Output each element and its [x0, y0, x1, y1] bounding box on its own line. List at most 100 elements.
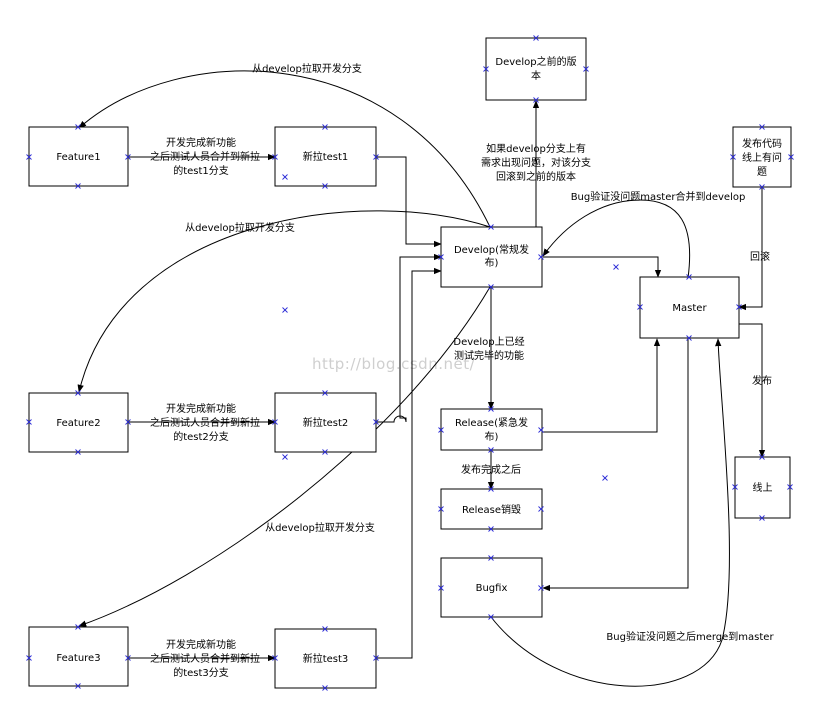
connection-point-marker: [438, 506, 444, 512]
connection-point-marker: [322, 626, 328, 632]
label-publish: 发布: [752, 374, 772, 387]
connection-point-marker: [583, 66, 589, 72]
connection-point-marker: [533, 97, 539, 103]
feature1-label: Feature1: [56, 152, 100, 163]
connection-point-marker: [533, 35, 539, 41]
feature3-box: Feature3: [28, 626, 129, 687]
connection-point-marker: [759, 124, 765, 130]
connection-point-marker: [488, 555, 494, 561]
label-rollback-develop-line1: 如果develop分支上有: [486, 142, 586, 155]
feature2-box: Feature2: [28, 392, 129, 453]
arrow-release-to-master: [543, 338, 661, 433]
online-issue-label-line2: 线上有问: [742, 151, 782, 164]
release-box: Release(紧急发 布): [440, 408, 543, 451]
arrow-bugfix-to-master: [490, 338, 730, 687]
connection-point-marker: [488, 486, 494, 492]
connection-point-marker: [272, 419, 278, 425]
label-rollback-develop-line2: 需求出现问题，对该分支: [481, 156, 591, 169]
label-bug-merge-master: Bug验证没问题之后merge到master: [606, 630, 774, 643]
connection-point-marker: [538, 585, 544, 591]
release-label-line1: Release(紧急发: [455, 416, 528, 429]
connection-point-marker: [488, 447, 494, 453]
connection-point-marker: [538, 506, 544, 512]
online-label: 线上: [753, 481, 773, 494]
label-rollback: 回滚: [750, 250, 770, 263]
arrow-test2-to-develop: [376, 253, 442, 423]
test1-box: 新拉test1: [274, 126, 377, 187]
connection-point-marker: [26, 154, 32, 160]
connection-point-marker: [272, 154, 278, 160]
connection-point-marker: [732, 484, 738, 490]
connection-point-marker: [322, 124, 328, 130]
connection-point-marker: [488, 526, 494, 532]
develop-prev-label-line2: 本: [531, 69, 541, 82]
label-feature3-done-line2: 之后测试人员合并到新拉: [150, 652, 260, 665]
connection-point-marker: [75, 624, 81, 630]
connection-point-marker: [787, 484, 793, 490]
online-box: 线上: [734, 456, 791, 519]
arrow-test3-to-develop: [376, 267, 442, 659]
connection-point-marker: [759, 454, 765, 460]
connection-point-marker: [488, 224, 494, 230]
connection-point-marker: [125, 655, 131, 661]
test3-label: 新拉test3: [303, 652, 349, 665]
label-feature1-done-line2: 之后测试人员合并到新拉: [150, 150, 260, 163]
arrow-develop-to-master: [543, 256, 662, 278]
develop-prev-label-line1: Develop之前的版: [495, 55, 576, 68]
label-rollback-develop-line3: 回滚到之前的版本: [496, 170, 576, 183]
arrow-master-to-online: [739, 323, 766, 458]
connection-point-marker: [75, 390, 81, 396]
master-box: Master: [639, 276, 740, 339]
connection-point-marker: [438, 585, 444, 591]
connection-point-marker: [282, 174, 288, 180]
online-issue-label-line3: 题: [757, 166, 767, 178]
test2-label: 新拉test2: [303, 416, 349, 429]
connection-point-marker: [736, 304, 742, 310]
connection-point-marker: [75, 183, 81, 189]
connection-point-marker: [730, 154, 736, 160]
label-feature1-done-line1: 开发完成新功能: [166, 136, 236, 149]
connection-point-marker: [488, 406, 494, 412]
develop-label-line2: 布): [485, 257, 499, 269]
connection-point-marker: [613, 264, 619, 270]
connection-point-marker: [686, 274, 692, 280]
release-destroy-box: Release销毁: [440, 488, 543, 530]
online-issue-box: 发布代码 线上有问 题: [732, 126, 792, 188]
connection-point-marker: [125, 419, 131, 425]
connection-point-marker: [637, 304, 643, 310]
online-issue-label-line1: 发布代码: [742, 137, 782, 150]
connection-point-marker: [282, 307, 288, 313]
label-feature3-done-line3: 的test3分支: [173, 666, 229, 679]
connection-point-marker: [373, 655, 379, 661]
connection-point-marker: [488, 284, 494, 290]
connectors: [77, 70, 766, 687]
connection-points: [26, 35, 794, 691]
label-release-done: 发布完成之后: [461, 463, 521, 476]
connection-point-marker: [373, 419, 379, 425]
connection-point-marker: [75, 449, 81, 455]
connection-point-marker: [438, 427, 444, 433]
feature3-label: Feature3: [56, 653, 100, 664]
connection-point-marker: [282, 454, 288, 460]
develop-prev-box: Develop之前的版 本: [485, 37, 587, 101]
connection-point-marker: [26, 655, 32, 661]
release-destroy-label: Release销毁: [462, 503, 521, 516]
label-develop-tested-line2: 测试完毕的功能: [454, 349, 524, 362]
boxes: Feature1 Feature2 Feature3 新拉test1 新拉tes…: [28, 37, 792, 689]
connection-point-marker: [373, 154, 379, 160]
connection-point-marker: [438, 254, 444, 260]
connection-point-marker: [75, 124, 81, 130]
master-label: Master: [672, 303, 707, 314]
bugfix-label: Bugfix: [476, 583, 508, 594]
connection-point-marker: [75, 683, 81, 689]
connection-point-marker: [322, 449, 328, 455]
watermark: http://blog.csdn.net/: [312, 355, 476, 373]
connection-point-marker: [538, 254, 544, 260]
edge-labels: 从develop拉取开发分支 从develop拉取开发分支 从develop拉取…: [150, 62, 774, 679]
connection-point-marker: [538, 427, 544, 433]
label-feature2-done-line1: 开发完成新功能: [166, 402, 236, 415]
test1-label: 新拉test1: [303, 150, 349, 163]
label-bug-master-to-develop: Bug验证没问题master合并到develop: [571, 190, 746, 203]
arrow-test1-to-develop: [376, 156, 442, 248]
